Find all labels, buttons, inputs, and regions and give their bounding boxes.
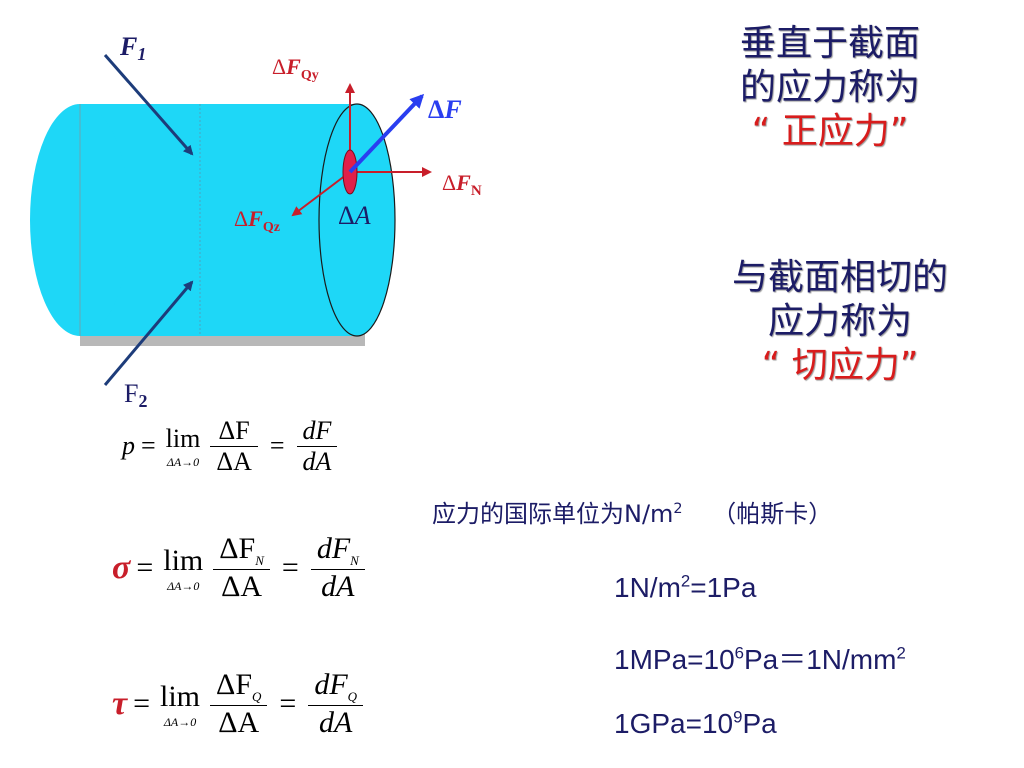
dfqz-label: ΔFQz [234, 206, 280, 235]
formula-sigma-frac1: ΔFN ΔA [213, 532, 270, 604]
formula-sigma-eq1: = [136, 551, 154, 585]
shear-stress-term: “ 切应力” [761, 345, 919, 386]
si-unit-line: 应力的国际单位为N/m2 （帕斯卡） [432, 494, 832, 529]
equation-gpa: 1GPa=109Pa [614, 707, 777, 739]
f1-label: F1 [119, 32, 146, 64]
dfn-label: ΔFN [442, 170, 482, 199]
normal-stress-definition: 垂直于截面 的应力称为 “ 正应力” [700, 22, 960, 154]
formula-sigma-lim: lim ΔA→0 [163, 544, 204, 594]
shear-stress-line1: 与截面相切的 [731, 257, 948, 298]
f2-label: F2 [124, 379, 147, 411]
df-label: ΔF [428, 95, 462, 124]
formula-sigma-lhs: σ [112, 549, 131, 587]
stress-diagram: F1 F2 ΔFQy ΔF ΔFN ΔFQz ΔA [30, 32, 482, 411]
si-unit-paren: （帕斯卡） [712, 500, 833, 528]
formula-tau-lhs: τ [112, 685, 128, 723]
si-unit-text: 应力的国际单位为N/m [432, 500, 674, 528]
df-arrow [348, 93, 425, 174]
force-f2-arrow [103, 280, 194, 386]
shear-stress-line2: 应力称为 [767, 301, 912, 342]
normal-stress-line2: 的应力称为 [739, 67, 920, 108]
formula-sigma-frac2: dFN dA [310, 532, 365, 604]
equation-mpa: 1MPa=106Pa＝1N/mm2 [614, 643, 906, 675]
formula-p-eq1: = [141, 431, 156, 461]
si-unit-sup: 2 [673, 501, 683, 517]
formula-p-lim: lim ΔA→0 [165, 424, 201, 470]
formula-tau: τ = lim ΔA→0 ΔFQ ΔA = dFQ dA [112, 668, 369, 740]
formula-tau-eq1: = [133, 687, 151, 721]
formula-tau-frac2: dFQ dA [308, 668, 364, 740]
formula-sigma-eq2: = [281, 551, 299, 585]
equation-pa: 1N/m2=1Pa [614, 571, 757, 603]
cross-section-face [318, 103, 396, 337]
formula-p-eq2: = [269, 431, 285, 461]
dfqy-label: ΔFQy [272, 54, 319, 83]
formula-tau-lim: lim ΔA→0 [160, 680, 201, 730]
normal-stress-line1: 垂直于截面 [739, 23, 920, 64]
formula-tau-eq2: = [279, 687, 297, 721]
shear-stress-definition: 与截面相切的 应力称为 “ 切应力” [690, 256, 990, 388]
formula-tau-frac1: ΔFQ ΔA [210, 668, 268, 740]
formula-sigma: σ = lim ΔA→0 ΔFN ΔA = dFN dA [112, 532, 371, 604]
normal-stress-term: “ 正应力” [751, 111, 909, 152]
dfqz-arrow [291, 171, 351, 217]
da-label: ΔA [338, 201, 371, 230]
force-f1-arrow [103, 54, 194, 156]
formula-p-lhs: p [122, 431, 135, 461]
